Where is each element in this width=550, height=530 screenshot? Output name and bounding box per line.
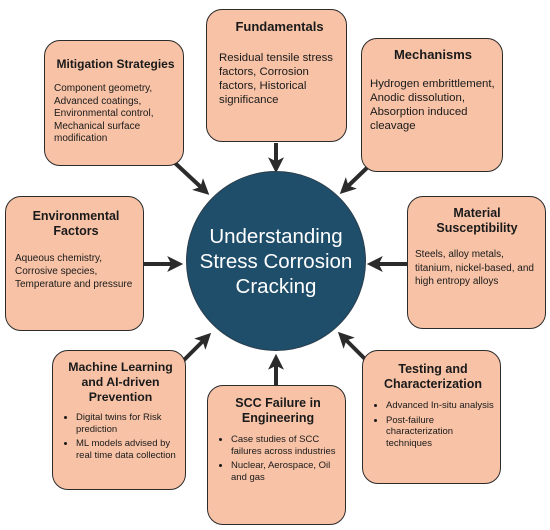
mechanisms-box: Mechanisms Hydrogen embrittlement, Anodi… xyxy=(361,38,503,172)
ml-item: Digital twins for Risk prediction xyxy=(76,412,179,435)
mechanisms-text: Hydrogen embrittlement, Anodic dissoluti… xyxy=(370,77,495,133)
testing-title: Testing and Characterization xyxy=(384,362,482,391)
scc-title: SCC Failure in Engineering xyxy=(235,396,321,425)
scc-list: Case studies of SCC failures across indu… xyxy=(217,434,339,483)
mitigation-strategies-box: Mitigation Strategies Component geometry… xyxy=(44,40,184,166)
arrow-testing xyxy=(337,331,368,362)
machine-learning-box: Machine Learning and AI-driven Preventio… xyxy=(52,350,186,490)
ml-title: Machine Learning and AI-driven Preventio… xyxy=(68,360,173,404)
testing-characterization-box: Testing and Characterization Advanced In… xyxy=(362,350,501,484)
mitigation-text: Component geometry, Advanced coatings, E… xyxy=(54,83,154,145)
testing-item: Post-failure characterization techniques xyxy=(386,415,494,450)
fundamentals-title: Fundamentals xyxy=(235,19,324,34)
mitigation-title: Mitigation Strategies xyxy=(56,57,175,71)
fundamentals-box: Fundamentals Residual tensile stress fac… xyxy=(206,9,347,142)
material-text: Steels, alloy metals, titanium, nickel-b… xyxy=(415,249,534,287)
mechanisms-title: Mechanisms xyxy=(393,47,473,62)
material-title: Material Susceptibility xyxy=(436,206,518,235)
scc-item: Case studies of SCC failures across indu… xyxy=(231,434,339,457)
environmental-factors-box: Environmental Factors Aqueous chemistry,… xyxy=(5,196,144,331)
material-susceptibility-box: Material Susceptibility Steels, alloy me… xyxy=(407,196,546,329)
environmental-title: Environmental Factors xyxy=(32,209,120,238)
testing-item: Advanced In-situ analysis xyxy=(386,400,494,412)
ml-list: Digital twins for Risk prediction ML mod… xyxy=(62,412,179,461)
central-topic-circle: Understanding Stress Corrosion Cracking xyxy=(186,171,366,351)
fundamentals-text: Residual tensile stress factors, Corrosi… xyxy=(219,51,333,107)
arrow-mitigation xyxy=(173,161,210,195)
central-topic-label: Understanding Stress Corrosion Cracking xyxy=(199,224,353,298)
scc-item: Nuclear, Aerospace, Oil and gas xyxy=(231,460,339,483)
arrow-ml xyxy=(179,332,212,365)
ml-item: ML models advised by real time data coll… xyxy=(76,438,179,461)
testing-list: Advanced In-situ analysis Post-failure c… xyxy=(372,400,494,449)
environmental-text: Aqueous chemistry, Corrosive species, Te… xyxy=(15,253,133,290)
scc-failure-box: SCC Failure in Engineering Case studies … xyxy=(207,385,346,525)
